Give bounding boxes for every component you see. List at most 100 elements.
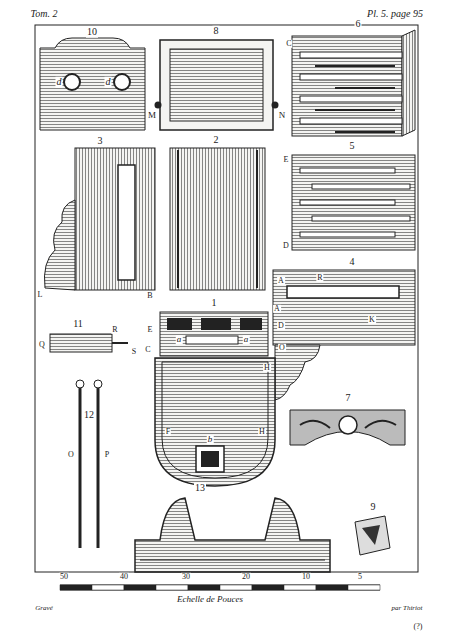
- slot: [312, 216, 410, 221]
- opening: [240, 318, 262, 330]
- callout-letter: O: [67, 451, 75, 459]
- block-face: [362, 525, 380, 545]
- figure-number: 2: [213, 135, 220, 146]
- board-with-holes: [40, 38, 145, 130]
- bar: [186, 336, 238, 344]
- scale-segment: [188, 585, 220, 590]
- slot: [287, 286, 399, 298]
- scale-number: 30: [181, 573, 191, 581]
- callout-letter: Q: [38, 341, 46, 349]
- slot: [312, 184, 410, 189]
- callout-letter: C: [285, 40, 292, 48]
- square-hole: [196, 446, 224, 472]
- scale-number: 50: [59, 573, 69, 581]
- scale-segment: [220, 585, 252, 590]
- shelf: [300, 118, 402, 124]
- figure-number: 4: [349, 257, 356, 268]
- rod-knob: [94, 380, 102, 388]
- callout-letter: B: [146, 292, 153, 300]
- board: [170, 148, 265, 290]
- scale-number: 40: [119, 573, 129, 581]
- opening: [201, 318, 231, 330]
- callout-letter: d: [105, 77, 112, 88]
- slat: [315, 109, 395, 111]
- slot: [300, 200, 395, 205]
- frame-top: [160, 312, 268, 356]
- callout-letter: A: [277, 277, 285, 285]
- engraver-credit: Gravé: [34, 605, 54, 612]
- scale-number: 10: [301, 573, 311, 581]
- figure-number: 13: [194, 483, 206, 494]
- slot: [118, 165, 135, 280]
- rod-block: [50, 334, 112, 352]
- hole: [64, 74, 80, 90]
- base: [135, 498, 330, 572]
- figure-number: 11: [72, 319, 84, 330]
- plate-border: [35, 25, 418, 572]
- scale-segment: [252, 585, 284, 590]
- shelf: [300, 74, 402, 80]
- slot: [300, 168, 395, 173]
- figure-number: 1: [211, 298, 218, 309]
- figure-number: 3: [97, 136, 104, 147]
- volume-mark: Tom. 2: [30, 9, 59, 20]
- opening: [167, 318, 192, 330]
- callout-letter: S: [131, 348, 137, 356]
- scale-segment: [156, 585, 188, 590]
- callout-letter: K: [368, 316, 376, 324]
- callout-letter: D: [277, 322, 285, 330]
- shelf: [300, 96, 402, 102]
- plate-mark: Pl. 5. page 95: [366, 9, 424, 20]
- callout-letter: F: [165, 428, 171, 436]
- scale-segment: [92, 585, 124, 590]
- callout-letter: M: [147, 111, 157, 120]
- slot: [300, 232, 395, 237]
- callout-letter: R: [111, 326, 118, 334]
- pin: [112, 342, 128, 344]
- scale-segment: [348, 585, 380, 590]
- rod: [79, 385, 82, 548]
- engraver-credit: par Thiriot: [391, 605, 424, 612]
- foliage: [300, 421, 396, 428]
- carved-ornament: [290, 410, 405, 445]
- shelf-box: [292, 36, 402, 136]
- hole: [114, 74, 130, 90]
- callout-letter: N: [278, 111, 287, 120]
- slotted-board: [292, 155, 415, 250]
- callout-letter: A: [273, 305, 281, 313]
- edge-groove: [177, 150, 179, 288]
- figure-number: 10: [86, 27, 98, 38]
- base-moulding: [140, 560, 325, 561]
- callout-letter: a: [176, 335, 183, 344]
- slat: [335, 87, 395, 89]
- edge-groove: [256, 150, 258, 288]
- shelf-side: [402, 30, 415, 136]
- tray-panel: [170, 49, 263, 121]
- callout-letter: E: [147, 326, 154, 334]
- scale-segment: [124, 585, 156, 590]
- callout-letter: R: [316, 274, 323, 282]
- callout-letter: C: [144, 346, 151, 354]
- callout-letter: P: [104, 451, 110, 459]
- figure-number: 5: [349, 141, 356, 152]
- scale-segment: [316, 585, 348, 590]
- slat: [335, 131, 395, 133]
- figure-number: 9: [370, 502, 377, 513]
- seat-rim: [162, 362, 268, 478]
- callout-letter: D: [282, 242, 290, 250]
- scale-number: 5: [357, 573, 363, 581]
- callout-letter: E: [283, 156, 290, 164]
- figure-number: 12: [83, 410, 95, 421]
- callout-letter: H: [258, 428, 266, 436]
- slat: [315, 65, 395, 67]
- scale-number: 20: [241, 573, 251, 581]
- scale-caption: Echelle de Pouces: [176, 595, 244, 604]
- mask-ornament: [339, 416, 357, 434]
- callout-letter: L: [37, 291, 44, 299]
- side-board: [75, 148, 155, 290]
- figure-number: 8: [213, 26, 220, 37]
- callout-letter: b: [207, 435, 214, 444]
- board: [273, 270, 415, 345]
- figure-number: 6: [355, 19, 362, 30]
